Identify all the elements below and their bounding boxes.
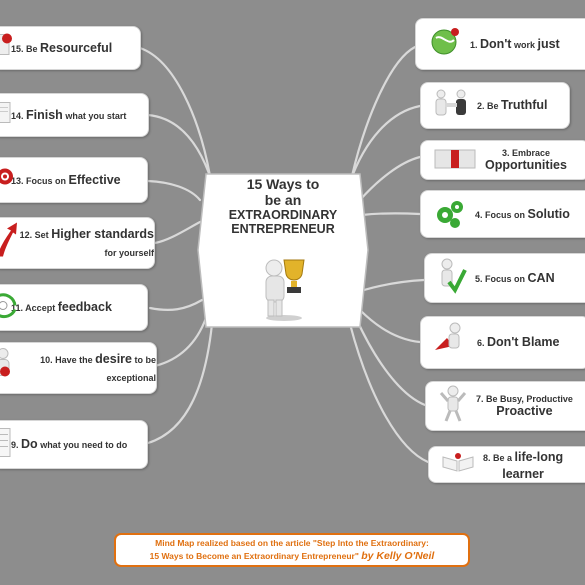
node-10-suffix: to be exceptional	[106, 354, 156, 383]
node-2-truthful[interactable]: 2. Be Truthful	[420, 82, 570, 129]
node-1-keyword2: just	[537, 36, 560, 51]
document-icon	[0, 98, 15, 133]
central-topic[interactable]: 15 Ways to be an EXTRAORDINARY ENTREPREN…	[196, 172, 370, 329]
checklist-icon	[0, 422, 15, 467]
source-credit-line2: 15 Ways to Become an Extraordinary Entre…	[149, 551, 362, 562]
node-9-prefix: 9.	[11, 440, 22, 451]
node-3-prefix: 3. Embrace	[501, 147, 550, 158]
person-icon	[0, 346, 15, 391]
globe-gears-icon	[428, 24, 462, 65]
central-title-line3: EXTRAORDINARY	[228, 208, 338, 222]
node-14-finish[interactable]: 14. Finish what you start	[0, 93, 149, 137]
central-topic-shape	[197, 173, 369, 328]
node-10-keyword: desire	[95, 351, 132, 366]
green-gears-icon	[433, 193, 467, 236]
node-6-dont-blame[interactable]: 6. Don't Blame	[420, 316, 585, 369]
node-11-feedback[interactable]: 11. Accept feedback	[0, 284, 148, 331]
node-7-proactive[interactable]: 7. Be Busy, Productive Proactive	[425, 381, 585, 431]
node-2-prefix: 2. Be	[477, 101, 502, 112]
node-10-desire[interactable]: 10. Have the desire to be exceptional	[0, 342, 157, 394]
node-15-keyword: Resourceful	[40, 40, 113, 55]
node-11-keyword: feedback	[57, 300, 112, 315]
node-5-can[interactable]: 5. Focus on CAN	[424, 253, 585, 303]
node-8-lifelong-learner[interactable]: 8. Be a life-long learner	[428, 446, 585, 483]
node-14-suffix: what you start	[62, 110, 127, 121]
node-8-prefix: 8. Be a	[483, 453, 515, 464]
node-9-keyword: Do	[21, 437, 38, 452]
central-title-line2: be an	[264, 192, 302, 208]
open-book-icon	[441, 451, 475, 478]
trophy-person-icon	[265, 259, 305, 321]
node-12-higher-standards[interactable]: 12. Set Higher standards for yourself	[0, 217, 155, 269]
node-8-suffix: learner	[502, 466, 544, 481]
node-1-keyword: Don't	[480, 36, 512, 51]
node-12-keyword: Higher standards	[51, 226, 154, 241]
node-13-effective[interactable]: 13. Focus on Effective	[0, 157, 148, 203]
target-icon	[0, 163, 17, 198]
jumping-person-icon	[438, 383, 468, 430]
node-9-do[interactable]: 9. Do what you need to do	[0, 420, 148, 469]
node-15-resourceful[interactable]: 15. Be Resourceful	[0, 26, 141, 70]
central-title-line1: 15 Ways to	[246, 176, 320, 192]
node-11-prefix: 11. Accept	[11, 303, 58, 314]
node-4-keyword: Solutio	[527, 206, 570, 221]
pen-icon	[0, 31, 15, 66]
node-5-keyword: CAN	[527, 270, 555, 285]
checkmark-person-icon	[437, 256, 467, 301]
open-door-icon	[433, 146, 477, 175]
recycle-arrows-icon	[0, 287, 19, 328]
node-14-keyword: Finish	[26, 107, 63, 122]
central-title: 15 Ways to be an EXTRAORDINARY ENTREPREN…	[204, 176, 362, 236]
source-credit-author: by Kelly O'Neil	[361, 550, 435, 563]
node-13-keyword: Effective	[68, 172, 121, 187]
red-arrow-up-icon	[0, 221, 19, 266]
central-title-line4: ENTREPRENEUR	[231, 222, 335, 236]
node-12-prefix: 12. Set	[19, 229, 52, 240]
node-7-prefix: 7. Be Busy, Productive	[476, 393, 573, 404]
node-9-suffix: what you need to do	[37, 440, 128, 451]
node-10-prefix: 10. Have the	[40, 354, 96, 365]
source-credit-box: Mind Map realized based on the article "…	[114, 533, 470, 567]
node-13-prefix: 13. Focus on	[11, 175, 69, 186]
node-5-prefix: 5. Focus on	[475, 273, 528, 284]
node-6-prefix: 6.	[477, 338, 488, 349]
node-8-keyword: life-long	[514, 450, 564, 465]
node-7-keyword: Proactive	[496, 403, 553, 418]
node-4-prefix: 4. Focus on	[475, 209, 528, 220]
node-2-keyword: Truthful	[501, 98, 548, 113]
node-15-prefix: 15. Be	[11, 43, 41, 54]
node-4-solutions[interactable]: 4. Focus on Solutio	[420, 190, 585, 238]
node-3-keyword: Opportunities	[485, 157, 567, 172]
node-6-keyword: Don't Blame	[487, 335, 560, 350]
node-1-dont-work-just[interactable]: 1. Don't work just	[415, 18, 585, 70]
node-1-mid: work	[511, 39, 538, 50]
superhero-icon	[433, 320, 469, 365]
node-12-suffix: for yourself	[104, 248, 154, 258]
node-1-prefix: 1.	[470, 39, 481, 50]
source-credit-line1: Mind Map realized based on the article "…	[155, 538, 429, 548]
handshake-icon	[433, 88, 469, 123]
node-14-prefix: 14.	[11, 110, 27, 121]
node-3-opportunities[interactable]: 3. Embrace Opportunities	[420, 140, 585, 180]
